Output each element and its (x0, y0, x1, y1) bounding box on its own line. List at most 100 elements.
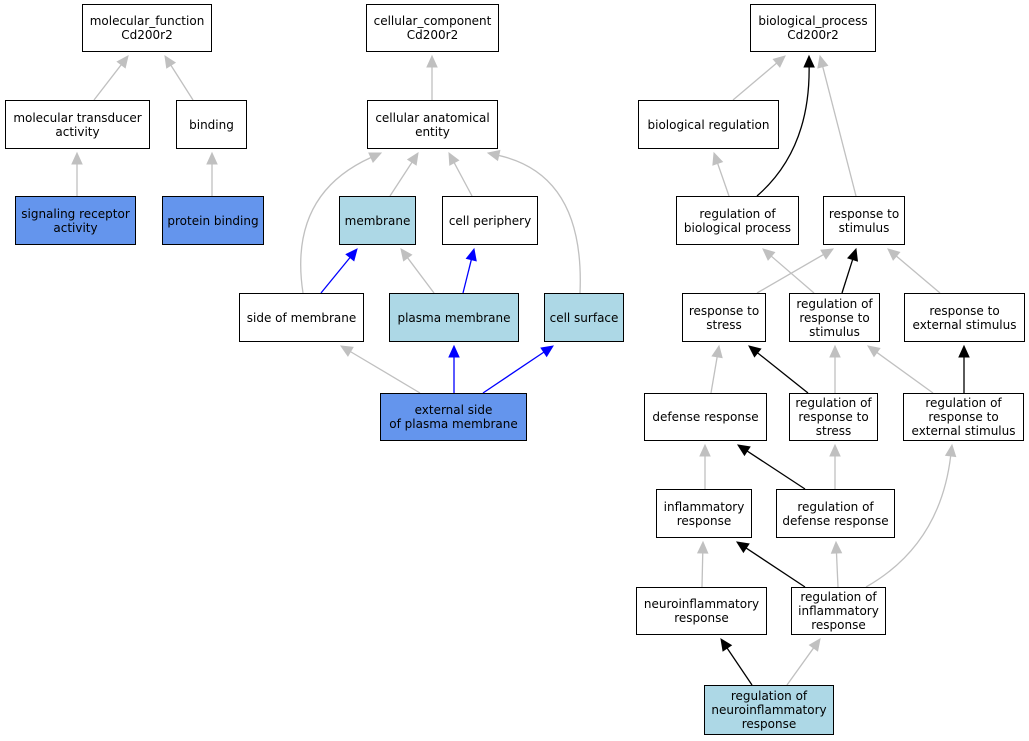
arrowhead-icon (772, 55, 786, 68)
arrowhead-icon (486, 149, 501, 162)
edge-rir-to-ir (735, 541, 806, 588)
arrowhead-icon (426, 54, 438, 68)
node-mf[interactable]: molecular_function Cd200r2 (82, 4, 212, 52)
edge-sra-to-mta (71, 151, 83, 196)
edge-line (389, 161, 413, 197)
edge-dr-to-rtstress (710, 344, 723, 394)
edge-espm-to-cs (482, 345, 555, 394)
node-bind[interactable]: binding (176, 100, 247, 149)
edge-line (865, 455, 952, 588)
node-rdr[interactable]: regulation of defense response (776, 489, 895, 538)
node-espm[interactable]: external side of plasma membrane (380, 393, 527, 441)
edge-line (170, 64, 194, 101)
arrowhead-icon (944, 443, 957, 458)
edge-line (745, 547, 806, 588)
edge-mta-to-mf (93, 55, 129, 101)
node-rnir[interactable]: regulation of neuroinflammatory response (704, 685, 834, 735)
edge-rrts-to-rts (841, 247, 859, 294)
node-rrts[interactable]: regulation of response to stimulus (789, 293, 880, 342)
arrowhead-icon (720, 637, 733, 652)
node-cae[interactable]: cellular anatomical entity (367, 100, 498, 149)
edge-line (756, 253, 824, 294)
node-ir[interactable]: inflammatory response (656, 489, 752, 538)
arrowhead-icon (116, 55, 129, 69)
node-cp[interactable]: cell periphery (442, 196, 538, 245)
arrowhead-icon (867, 345, 881, 358)
edge-line (482, 351, 545, 394)
node-cc[interactable]: cellular_component Cd200r2 (366, 4, 499, 52)
edge-pm-to-mem (400, 248, 435, 294)
edge-rrtstress-to-rrts (829, 344, 841, 393)
node-dr[interactable]: defense response (644, 393, 767, 441)
edge-line (453, 162, 473, 197)
edge-rts-to-bp (817, 54, 857, 197)
edge-nir-to-ir (696, 540, 709, 588)
edge-ir-to-dr (699, 443, 711, 489)
node-rrtstress[interactable]: regulation of response to stress (789, 393, 878, 441)
edge-line (756, 66, 810, 197)
edge-line (407, 257, 435, 294)
node-mta[interactable]: molecular transducer activity (5, 100, 150, 149)
edge-espm-to-som (339, 345, 421, 394)
edge-rtes-to-rts (887, 248, 941, 294)
node-breg[interactable]: biological regulation (638, 100, 779, 149)
node-rts[interactable]: response to stimulus (823, 196, 905, 245)
edge-mem-to-cae (389, 151, 419, 197)
edge-line (498, 154, 581, 294)
node-cs[interactable]: cell surface (544, 293, 624, 342)
edge-line (786, 647, 815, 686)
arrowhead-icon (712, 151, 724, 166)
edge-rbp-to-bp (756, 54, 815, 197)
arrowhead-icon (820, 248, 835, 260)
node-sra[interactable]: signaling receptor activity (15, 196, 136, 245)
edge-line (93, 64, 122, 101)
arrowhead-icon (345, 248, 358, 262)
arrowhead-icon (164, 54, 177, 69)
node-pb[interactable]: protein binding (162, 196, 264, 245)
node-rbp[interactable]: regulation of biological process (676, 196, 799, 245)
arrowhead-icon (711, 344, 723, 359)
node-mem[interactable]: membrane (339, 196, 416, 245)
edge-rdr-to-rrtstress (829, 443, 841, 489)
edge-rtstress-to-rts (756, 248, 835, 294)
arrowhead-icon (803, 54, 815, 68)
edge-pb-to-bind (206, 151, 218, 196)
node-pm[interactable]: plasma membrane (389, 293, 519, 342)
arrowhead-icon (817, 54, 829, 69)
edge-espm-to-pm (448, 344, 460, 393)
node-rir[interactable]: regulation of inflammatory response (791, 587, 886, 635)
arrowhead-icon (448, 344, 460, 358)
node-nir[interactable]: neuroinflammatory response (636, 587, 767, 635)
edge-line (835, 552, 839, 588)
node-som[interactable]: side of membrane (239, 293, 364, 342)
edge-line (841, 259, 854, 294)
edge-rrtstress-to-rtstress (748, 345, 809, 394)
arrowhead-icon (699, 443, 711, 457)
edge-rrtes-to-rtes (958, 344, 970, 393)
arrowhead-icon (762, 248, 776, 261)
arrowhead-icon (206, 151, 218, 165)
edge-line (876, 351, 934, 394)
arrowhead-icon (339, 345, 354, 357)
node-rtes[interactable]: response to external stimulus (904, 293, 1025, 342)
arrowhead-icon (368, 152, 383, 163)
arrowhead-icon (448, 151, 460, 166)
edge-line (822, 66, 857, 197)
node-rtstress[interactable]: response to stress (682, 293, 766, 342)
node-bp[interactable]: biological_process Cd200r2 (750, 4, 876, 52)
edge-line (757, 352, 809, 394)
node-rrtes[interactable]: regulation of response to external stimu… (903, 393, 1024, 441)
edge-rnir-to-nir (720, 637, 753, 686)
arrowhead-icon (465, 247, 477, 262)
arrowhead-icon (540, 345, 555, 358)
edge-cae-to-cc (426, 54, 438, 100)
arrowhead-icon (406, 151, 419, 166)
edge-line (732, 62, 778, 101)
arrowhead-icon (847, 247, 859, 262)
edge-breg-to-bp (732, 55, 786, 101)
edge-cs-to-cae (486, 149, 581, 294)
arrowhead-icon (887, 248, 901, 261)
edge-line (717, 163, 730, 197)
arrowhead-icon (829, 443, 841, 457)
